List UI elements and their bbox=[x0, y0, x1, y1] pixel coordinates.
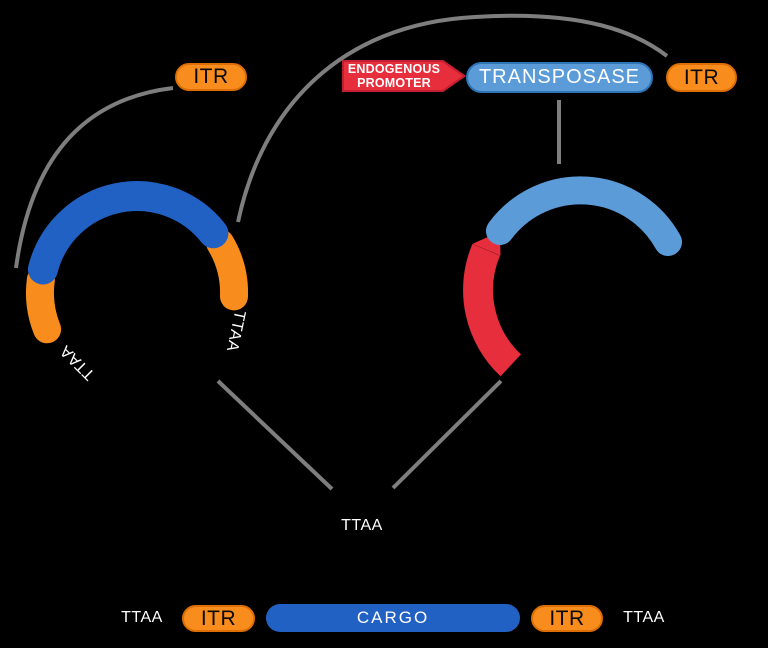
connector-plasmid-to-itr-right bbox=[236, 13, 669, 223]
promoter-line2: PROMOTER bbox=[357, 76, 431, 90]
endogenous-promoter-label: ENDOGENOUS PROMOTER bbox=[341, 60, 447, 92]
plasmid-itr-arc-left bbox=[25, 265, 62, 344]
promoter-arc bbox=[463, 243, 522, 377]
integrated-ttaa-right-text: TTAA bbox=[623, 609, 665, 626]
integrated-itr-right: ITR bbox=[531, 605, 603, 632]
promoter-line1: ENDOGENOUS bbox=[347, 62, 441, 76]
integrated-ttaa-left: TTAA bbox=[116, 608, 168, 628]
itr-label-top-right: ITR bbox=[666, 63, 737, 92]
transposase-label: TRANSPOSASE bbox=[466, 62, 653, 93]
integrated-itr-right-text: ITR bbox=[549, 606, 585, 630]
integrated-ttaa-right: TTAA bbox=[618, 608, 670, 628]
plasmid-cargo-arc bbox=[27, 181, 229, 285]
integrated-itr-left-text: ITR bbox=[200, 606, 237, 630]
genome-ttaa-site-label: TTAA bbox=[332, 516, 392, 536]
integrated-cargo-bar: CARGO bbox=[266, 604, 520, 632]
itr-label-top-left: ITR bbox=[175, 63, 247, 91]
plasmid-itr-arc-right bbox=[206, 229, 249, 311]
genome-ttaa-site-text: TTAA bbox=[341, 517, 383, 534]
itr-label-top-left-text: ITR bbox=[193, 65, 229, 88]
connector-transposase-to-ttaa-site bbox=[391, 379, 503, 490]
connector-plasmid-to-ttaa-site bbox=[216, 379, 334, 491]
transposase-label-text: TRANSPOSASE bbox=[478, 66, 641, 88]
integrated-ttaa-left-text: TTAA bbox=[121, 609, 163, 626]
integrated-itr-left: ITR bbox=[182, 605, 255, 632]
itr-label-top-right-text: ITR bbox=[683, 65, 720, 89]
promoter-flag-shape bbox=[342, 60, 467, 92]
integrated-cargo-text: CARGO bbox=[356, 608, 430, 627]
transposase-arc bbox=[486, 176, 682, 256]
connector-itr-to-plasmid-left bbox=[14, 86, 174, 269]
